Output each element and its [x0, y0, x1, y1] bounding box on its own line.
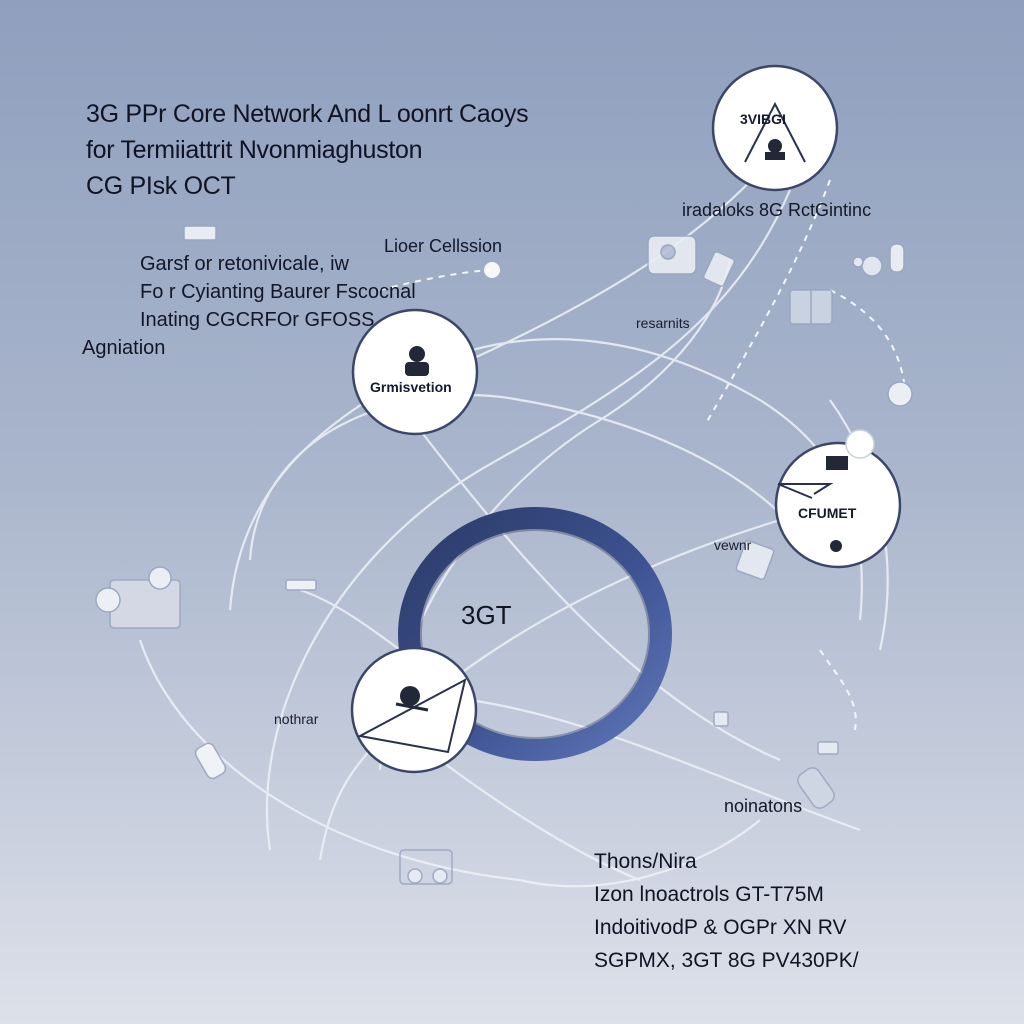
dashed-links: [379, 179, 906, 731]
node-lower-center[interactable]: [350, 646, 478, 774]
connection-lines: [138, 159, 889, 888]
side-description: Garsf or retonivicale, iw Fo r Cyianting…: [82, 250, 416, 362]
side-text-line-4: Agniation: [82, 337, 166, 359]
bottom-line-3: IndoitivodP & OGPr XN RV: [594, 916, 847, 939]
page-title: 3G PPr Core Network And L oonrt Caoys fo…: [86, 96, 529, 204]
node-right-mid[interactable]: CFUMET: [774, 429, 902, 569]
figure-icon: [830, 540, 842, 552]
label-resarnits: resarnits: [636, 315, 690, 331]
bottom-line-2: Izon lnoactrols GT-T75M: [594, 883, 824, 906]
node-left-upper[interactable]: Grmisvetion: [351, 308, 479, 436]
person-icon: [409, 346, 425, 362]
label-vewnr: vewnr: [714, 537, 752, 553]
side-text-line-2: Fo r Cyianting Baurer Fscocnal: [140, 281, 416, 303]
person-icon: [768, 139, 782, 153]
core-ring: 3GT: [398, 507, 672, 761]
node-top-right[interactable]: 3VIBGI: [711, 64, 839, 192]
label-noinatons: noinatons: [724, 796, 803, 816]
side-text-line-3: Inating CGCRFOr GFOSS: [140, 309, 375, 331]
side-text-line-1: Garsf or retonivicale, iw: [140, 253, 349, 275]
bottom-description: Thons/Nira Izon lnoactrols GT-T75M Indoi…: [594, 845, 859, 977]
label-nothrar: nothrar: [274, 711, 319, 727]
title-line-1: 3G PPr Core Network And L oonrt Caoys: [86, 100, 529, 128]
tool-icon: [826, 456, 848, 470]
satellite-icon: [400, 686, 420, 706]
node-left-upper-label: Grmisvetion: [370, 379, 452, 395]
label-loer-cellssion: Lioer Cellssion: [384, 236, 503, 256]
node-top-right-label: 3VIBGI: [740, 111, 786, 127]
decorative-icons: [95, 225, 913, 885]
core-ring-label: 3GT: [461, 600, 512, 630]
title-line-2: for Termiiattrit Nvonmiaghuston: [86, 136, 423, 164]
node-right-mid-label: CFUMET: [798, 505, 857, 521]
bottom-line-4: SGPMX, 3GT 8G PV430PK/: [594, 949, 859, 972]
label-iradaloks: iradaloks 8G RctGintinc: [682, 200, 872, 220]
bottom-line-1: Thons/Nira: [594, 850, 697, 873]
title-line-3: CG PIsk OCT: [86, 172, 236, 200]
